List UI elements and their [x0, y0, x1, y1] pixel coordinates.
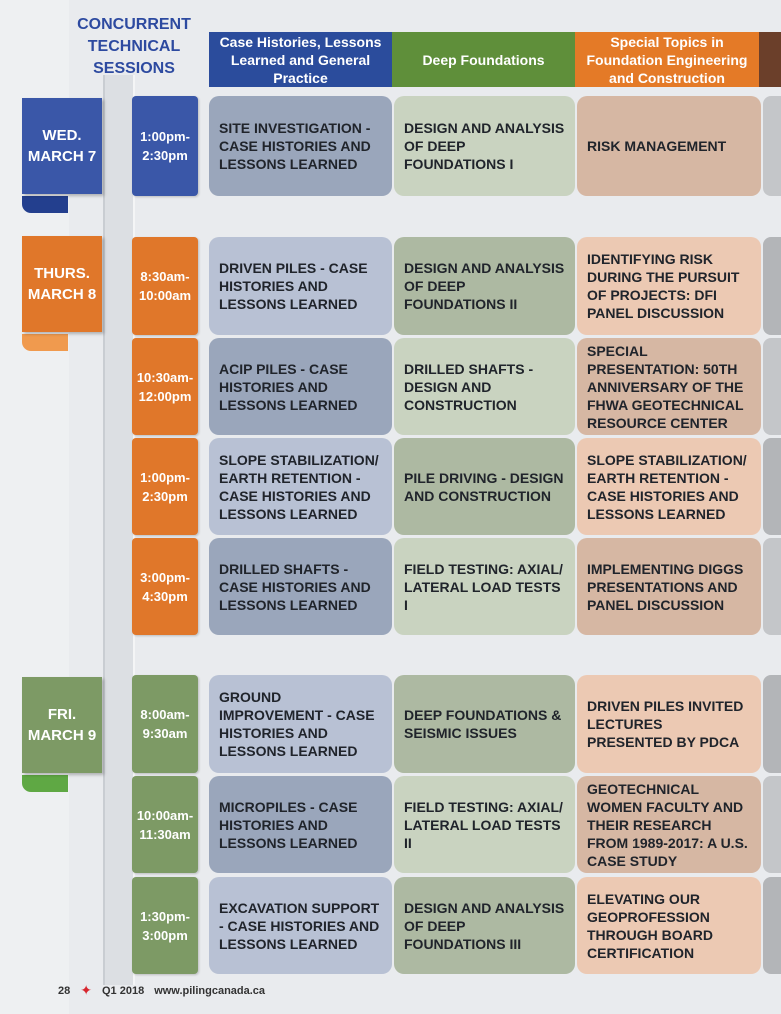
day-flag-fold — [22, 196, 68, 213]
session-cell-next — [763, 96, 781, 196]
column-header-special-topics: Special Topics in Foundation Engineering… — [575, 32, 759, 87]
session-cell-deep-foundations: DESIGN AND ANALYSIS OF DEEP FOUNDATIONS … — [394, 237, 575, 335]
session-cell-deep-foundations: FIELD TESTING: AXIAL/ LATERAL LOAD TESTS… — [394, 776, 575, 873]
session-cell-case-histories: EXCAVATION SUPPORT - CASE HISTORIES AND … — [209, 877, 392, 974]
day-flag-fold — [22, 775, 68, 792]
session-cell-special-topics: ELEVATING OUR GEOPROFESSION THROUGH BOAR… — [577, 877, 761, 974]
day-flag-thurs: THURS. MARCH 8 — [22, 236, 102, 332]
column-header-deep-foundations: Deep Foundations — [392, 32, 575, 87]
session-time: 1:00pm-2:30pm — [132, 438, 198, 535]
session-cell-next — [763, 438, 781, 535]
session-time: 1:30pm-3:00pm — [132, 877, 198, 974]
session-time: 8:00am-9:30am — [132, 675, 198, 773]
session-cell-case-histories: GROUND IMPROVEMENT - CASE HISTORIES AND … — [209, 675, 392, 773]
session-cell-next — [763, 776, 781, 873]
session-cell-special-topics: IMPLEMENTING DIGGS PRESENTATIONS AND PAN… — [577, 538, 761, 635]
session-cell-special-topics: RISK MANAGEMENT — [577, 96, 761, 196]
session-cell-case-histories: ACIP PILES - CASE HISTORIES AND LESSONS … — [209, 338, 392, 435]
session-cell-deep-foundations: DESIGN AND ANALYSIS OF DEEP FOUNDATIONS … — [394, 96, 575, 196]
issue-label: Q1 2018 — [101, 984, 145, 997]
page-title: CONCURRENT TECHNICAL SESSIONS — [77, 16, 191, 77]
session-cell-deep-foundations: DESIGN AND ANALYSIS OF DEEP FOUNDATIONS … — [394, 877, 575, 974]
column-header-next — [759, 32, 781, 87]
session-time: 10:00am-11:30am — [132, 776, 198, 873]
session-cell-next — [763, 338, 781, 435]
day-flag-fold — [22, 334, 68, 351]
day-flag-wed: WED. MARCH 7 — [22, 98, 102, 194]
session-cell-special-topics: IDENTIFYING RISK DURING THE PURSUIT OF P… — [577, 237, 761, 335]
session-time: 1:00pm-2:30pm — [132, 96, 198, 196]
session-time: 10:30am-12:00pm — [132, 338, 198, 435]
website-link[interactable]: www.pilingcanada.ca — [154, 984, 266, 997]
page-number: 28 — [58, 984, 71, 997]
session-cell-special-topics: SPECIAL PRESENTATION: 50TH ANNIVERSARY O… — [577, 338, 761, 435]
session-cell-special-topics: GEOTECHNICAL WOMEN FACULTY AND THEIR RES… — [577, 776, 761, 873]
session-cell-case-histories: MICROPILES - CASE HISTORIES AND LESSONS … — [209, 776, 392, 873]
session-cell-case-histories: SLOPE STABILIZATION/ EARTH RETENTION - C… — [209, 438, 392, 535]
session-cell-case-histories: SITE INVESTIGATION - CASE HISTORIES AND … — [209, 96, 392, 196]
session-cell-deep-foundations: DEEP FOUNDATIONS & SEISMIC ISSUES — [394, 675, 575, 773]
session-cell-next — [763, 538, 781, 635]
session-cell-special-topics: SLOPE STABILIZATION/ EARTH RETENTION - C… — [577, 438, 761, 535]
session-time: 8:30am-10:00am — [132, 237, 198, 335]
session-cell-deep-foundations: FIELD TESTING: AXIAL/ LATERAL LOAD TESTS… — [394, 538, 575, 635]
session-cell-next — [763, 237, 781, 335]
session-cell-deep-foundations: PILE DRIVING - DESIGN AND CONSTRUCTION — [394, 438, 575, 535]
session-time: 3:00pm-4:30pm — [132, 538, 198, 635]
session-cell-deep-foundations: DRILLED SHAFTS - DESIGN AND CONSTRUCTION — [394, 338, 575, 435]
day-flag-fri: FRI. MARCH 9 — [22, 677, 102, 773]
page-footer: 28 ✦ Q1 2018 www.pilingcanada.ca — [58, 982, 265, 999]
maple-leaf-icon: ✦ — [80, 982, 92, 998]
session-cell-special-topics: DRIVEN PILES INVITED LECTURES PRESENTED … — [577, 675, 761, 773]
session-cell-case-histories: DRIVEN PILES - CASE HISTORIES AND LESSON… — [209, 237, 392, 335]
banner-pole — [103, 75, 135, 985]
session-cell-case-histories: DRILLED SHAFTS - CASE HISTORIES AND LESS… — [209, 538, 392, 635]
column-header-case-histories: Case Histories, Lessons Learned and Gene… — [209, 32, 392, 87]
session-cell-next — [763, 877, 781, 974]
session-cell-next — [763, 675, 781, 773]
